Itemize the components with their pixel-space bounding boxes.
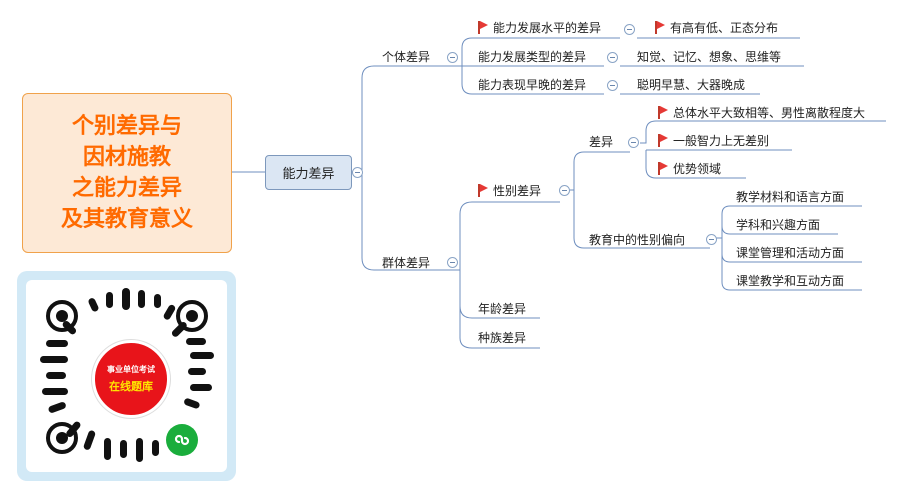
individual-item-timing[interactable]: 能力表现早晚的差异 (478, 77, 586, 93)
qr-code-card[interactable]: 事业单位考试 在线题库 (17, 271, 236, 481)
flag-icon (658, 106, 668, 119)
collapse-toggle-timing[interactable] (607, 80, 618, 91)
collapse-toggle-level[interactable] (624, 24, 635, 35)
qr-center-badge: 事业单位考试 在线题库 (92, 340, 170, 418)
item-label: 种族差异 (478, 331, 527, 345)
item-label: 课堂教学和互动方面 (736, 274, 845, 288)
detail-label: 聪明早慧、大器晚成 (637, 78, 746, 92)
flag-icon (655, 21, 665, 34)
collapse-toggle-gender[interactable] (559, 185, 570, 196)
item-label: 差异 (589, 135, 614, 149)
branch-label: 群体差异 (382, 256, 431, 270)
item-label: 性别差异 (493, 184, 542, 198)
group-item-gender[interactable]: 性别差异 (478, 183, 541, 199)
item-label: 学科和兴趣方面 (736, 218, 821, 232)
collapse-toggle-individual[interactable] (447, 52, 458, 63)
group-item-ethnic[interactable]: 种族差异 (478, 330, 526, 346)
item-label: 年龄差异 (478, 302, 527, 316)
item-label: 能力发展类型的差异 (478, 50, 587, 64)
collapse-toggle-group[interactable] (447, 257, 458, 268)
branch-label: 个体差异 (382, 50, 431, 64)
detail-label: 知觉、记忆、想象、思维等 (637, 50, 782, 64)
detail-timing[interactable]: 聪明早慧、大器晚成 (637, 77, 745, 93)
qr-label-line1: 事业单位考试 (107, 364, 155, 374)
root-title: 个别差异与 因材施教 之能力差异 及其教育意义 (60, 114, 193, 232)
mini-program-icon (166, 424, 198, 456)
main-branch-label: 能力差异 (282, 167, 335, 182)
item-label: 一般智力上无差别 (673, 134, 770, 148)
root-topic[interactable]: 个别差异与 因材施教 之能力差异 及其教育意义 (22, 93, 232, 253)
item-label: 能力发展水平的差异 (493, 21, 602, 35)
individual-item-type[interactable]: 能力发展类型的差异 (478, 49, 586, 65)
difference-item-advantage[interactable]: 优势领域 (658, 161, 721, 177)
bias-item-materials[interactable]: 教学材料和语言方面 (736, 189, 844, 205)
flag-icon (658, 134, 668, 147)
item-label: 优势领域 (673, 162, 722, 176)
gender-bias[interactable]: 教育中的性别偏向 (589, 232, 685, 248)
bias-item-management[interactable]: 课堂管理和活动方面 (736, 245, 844, 261)
detail-level[interactable]: 有高有低、正态分布 (655, 20, 778, 36)
item-label: 课堂管理和活动方面 (736, 246, 845, 260)
detail-label: 有高有低、正态分布 (670, 21, 779, 35)
individual-item-level[interactable]: 能力发展水平的差异 (478, 20, 601, 36)
difference-item-overall[interactable]: 总体水平大致相等、男性离散程度大 (658, 105, 865, 121)
collapse-toggle-main[interactable] (352, 167, 363, 178)
qr-pattern-icon (40, 288, 214, 462)
branch-individual-difference[interactable]: 个体差异 (382, 49, 430, 65)
bias-item-subjects[interactable]: 学科和兴趣方面 (736, 217, 820, 233)
item-label: 总体水平大致相等、男性离散程度大 (673, 106, 866, 120)
main-branch-ability-difference[interactable]: 能力差异 (265, 155, 352, 190)
item-label: 教学材料和语言方面 (736, 190, 845, 204)
qr-label-line2: 在线题库 (109, 379, 153, 393)
item-label: 教育中的性别偏向 (589, 233, 686, 247)
collapse-toggle-difference[interactable] (628, 137, 639, 148)
branch-group-difference[interactable]: 群体差异 (382, 255, 430, 271)
flag-icon (478, 184, 488, 197)
bias-item-interaction[interactable]: 课堂教学和互动方面 (736, 273, 844, 289)
group-item-age[interactable]: 年龄差异 (478, 301, 526, 317)
collapse-toggle-type[interactable] (607, 52, 618, 63)
detail-type[interactable]: 知觉、记忆、想象、思维等 (637, 49, 781, 65)
gender-difference[interactable]: 差异 (589, 134, 613, 150)
collapse-toggle-bias[interactable] (706, 234, 717, 245)
qr-code: 事业单位考试 在线题库 (26, 280, 227, 472)
flag-icon (478, 21, 488, 34)
difference-item-general-intelligence[interactable]: 一般智力上无差别 (658, 133, 769, 149)
flag-icon (658, 162, 668, 175)
item-label: 能力表现早晚的差异 (478, 78, 587, 92)
